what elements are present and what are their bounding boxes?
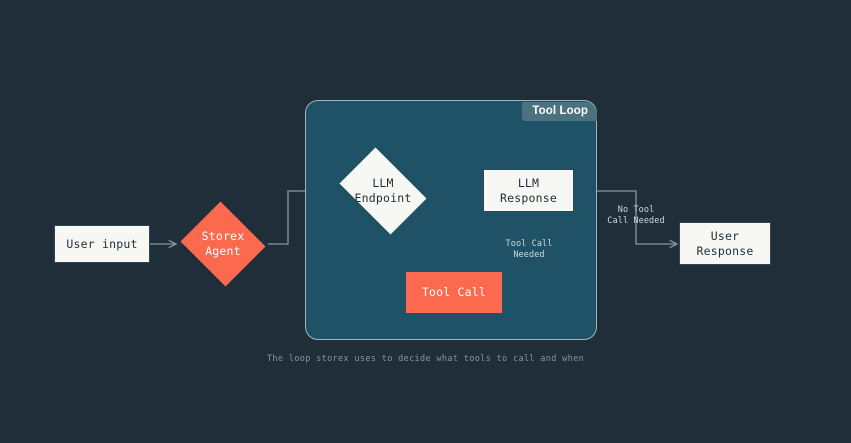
node-llm-endpoint-label: LLM Endpoint	[354, 176, 412, 205]
node-llm-endpoint[interactable]: LLM Endpoint	[332, 147, 434, 235]
node-user-input-label: User input	[66, 236, 138, 251]
node-llm-response-label: LLM Response	[500, 175, 557, 205]
node-tool-call-label: Tool Call	[421, 285, 487, 299]
node-user-response[interactable]: User Response	[679, 222, 771, 265]
diagram-caption: The loop storex uses to decide what tool…	[266, 354, 585, 364]
tool-loop-badge: Tool Loop	[522, 102, 597, 121]
node-tool-call[interactable]: Tool Call	[406, 272, 502, 313]
node-user-input[interactable]: User input	[54, 225, 150, 263]
edge-label-no-tool-call-needed: No Tool Call Needed	[607, 205, 665, 226]
node-user-response-label: User Response	[696, 228, 754, 258]
node-storex-agent[interactable]: Storex Agent	[178, 201, 268, 287]
node-storex-agent-label: Storex Agent	[201, 229, 245, 258]
node-llm-response[interactable]: LLM Response	[483, 169, 574, 212]
edge-label-tool-call-needed: Tool Call Needed	[505, 239, 553, 260]
